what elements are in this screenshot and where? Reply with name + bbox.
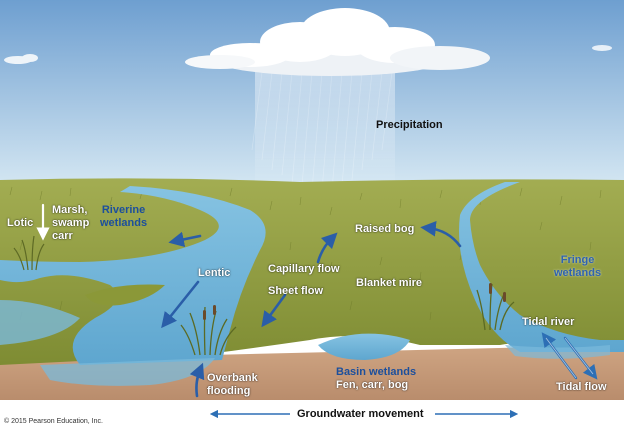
label-overbank-flooding: Overbank flooding — [207, 372, 258, 397]
label-raised-bog: Raised bog — [355, 223, 415, 235]
lentic-arrow — [161, 280, 200, 329]
reeds-left — [13, 235, 45, 271]
cattails-center — [203, 305, 216, 320]
reeds-center — [180, 306, 237, 356]
sheet-flow-arrow — [261, 293, 287, 328]
copyright-credit: © 2015 Pearson Education, Inc. — [4, 418, 103, 425]
flow-arrows — [161, 221, 462, 398]
label-marsh: Marsh, swamp carr — [52, 204, 90, 242]
underground-water — [40, 358, 215, 386]
tidal-flow-arrows-light — [545, 337, 594, 379]
label-basin-types: Fen, carr, bog — [336, 379, 409, 391]
river-island — [85, 284, 165, 306]
tidal-river — [459, 182, 624, 352]
raised-bog-arrow — [420, 221, 462, 248]
riverine-arrow — [168, 231, 202, 248]
label-lentic: Lentic — [198, 267, 231, 279]
bottom-strip — [0, 400, 624, 432]
small-cloud-right — [592, 45, 612, 51]
capillary-flow-arrow — [316, 232, 338, 264]
left-shore-water — [0, 300, 80, 345]
overbank-arrow — [189, 362, 205, 398]
reeds-right — [476, 283, 515, 331]
label-capillary-flow: Capillary flow — [268, 263, 340, 275]
label-blanket-mire: Blanket mire — [356, 277, 423, 289]
label-riverine-wetlands: Riverine wetlands — [100, 204, 148, 229]
label-sheet-flow: Sheet flow — [268, 285, 324, 297]
rain-cloud — [185, 8, 490, 76]
label-lotic: Lotic — [7, 217, 34, 229]
label-tidal-flow: Tidal flow — [556, 381, 607, 393]
label-precipitation: Precipitation — [376, 119, 443, 131]
small-cloud-left — [4, 54, 38, 64]
label-tidal-river: Tidal river — [522, 316, 575, 328]
label-fringe-wetlands: Fringe wetlands — [554, 254, 602, 279]
left-river — [0, 186, 266, 365]
basin-pond — [318, 333, 410, 360]
cattails-right — [489, 283, 506, 302]
rain — [251, 70, 395, 200]
label-basin-wetlands: Basin wetlands — [336, 366, 417, 378]
label-groundwater-movement: Groundwater movement — [297, 408, 424, 420]
